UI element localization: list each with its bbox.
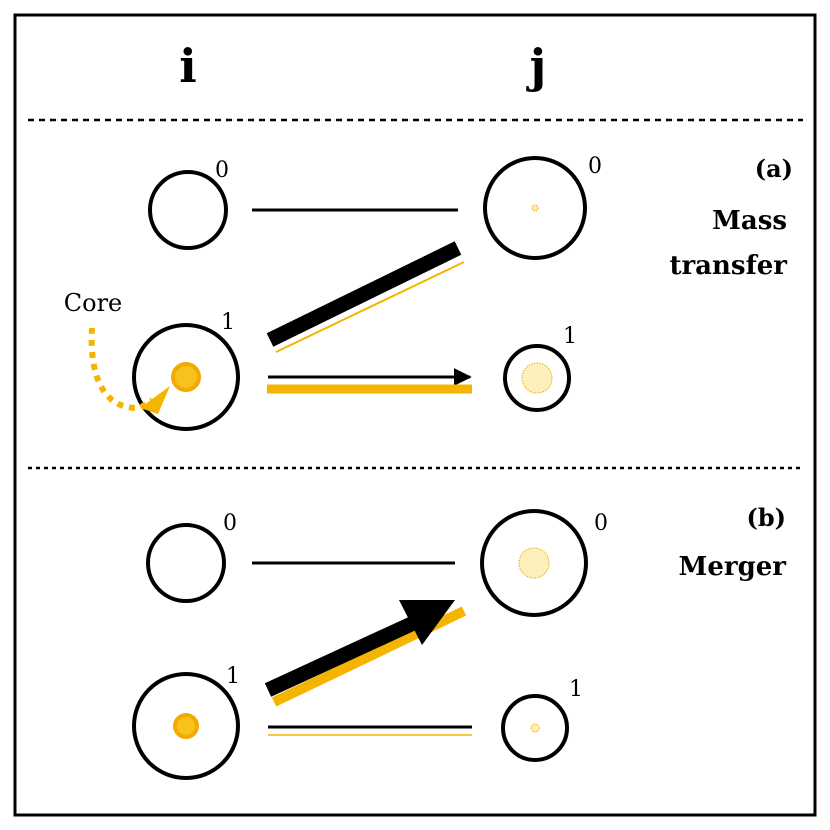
transfer-diagonal-core-a [275, 261, 465, 353]
core-label: Core [64, 289, 123, 317]
level-label-j-0-b: 0 [594, 511, 608, 536]
halo-i-1-a [132, 323, 240, 431]
halo-j-0-a [483, 156, 587, 260]
merger-diagonal-black-b [264, 613, 424, 697]
core-pointer-arrow-head [140, 386, 170, 414]
panel-a-title-line1: Mass [712, 206, 787, 236]
core-pointer-arrow-path [88, 327, 154, 412]
halo-j-1-b [501, 694, 569, 762]
core-i-1-b [173, 713, 199, 739]
core-j-1-a [521, 362, 553, 394]
transfer-diagonal-black-a [266, 241, 462, 347]
panel-b: (b) Merger 0 0 1 1 [132, 503, 787, 780]
column-header-i: i [179, 39, 196, 93]
level-label-i-0-b: 0 [223, 511, 237, 536]
panel-b-title: Merger [679, 552, 787, 582]
panel-a-label: (a) [755, 154, 793, 183]
core-i-1-a [171, 362, 201, 392]
level-label-j-1-b: 1 [569, 677, 583, 702]
core-j-1-b [530, 723, 540, 733]
panel-a-title-line2: transfer [669, 251, 787, 281]
merger-arrow-head-b [399, 600, 455, 645]
panel-b-label: (b) [747, 503, 787, 532]
column-header-j: j [526, 39, 547, 93]
halo-j-1-a [503, 344, 571, 412]
panel-a: (a) Mass transfer 0 0 1 Core 1 [64, 154, 793, 431]
level-label-j-1-a: 1 [563, 324, 577, 349]
level-label-i-0-a: 0 [215, 158, 229, 183]
halo-i-1-b [132, 672, 240, 780]
halo-i-0-a [148, 170, 228, 250]
level-label-j-0-a: 0 [588, 154, 602, 179]
halo-j-0-b [480, 509, 588, 617]
halo-i-0-b [146, 523, 226, 603]
level-label-i-1-b: 1 [226, 664, 240, 689]
outer-frame [13, 13, 817, 817]
core-j-0-a [531, 204, 539, 212]
level-label-i-1-a: 1 [221, 310, 235, 335]
core-j-0-b [518, 547, 550, 579]
